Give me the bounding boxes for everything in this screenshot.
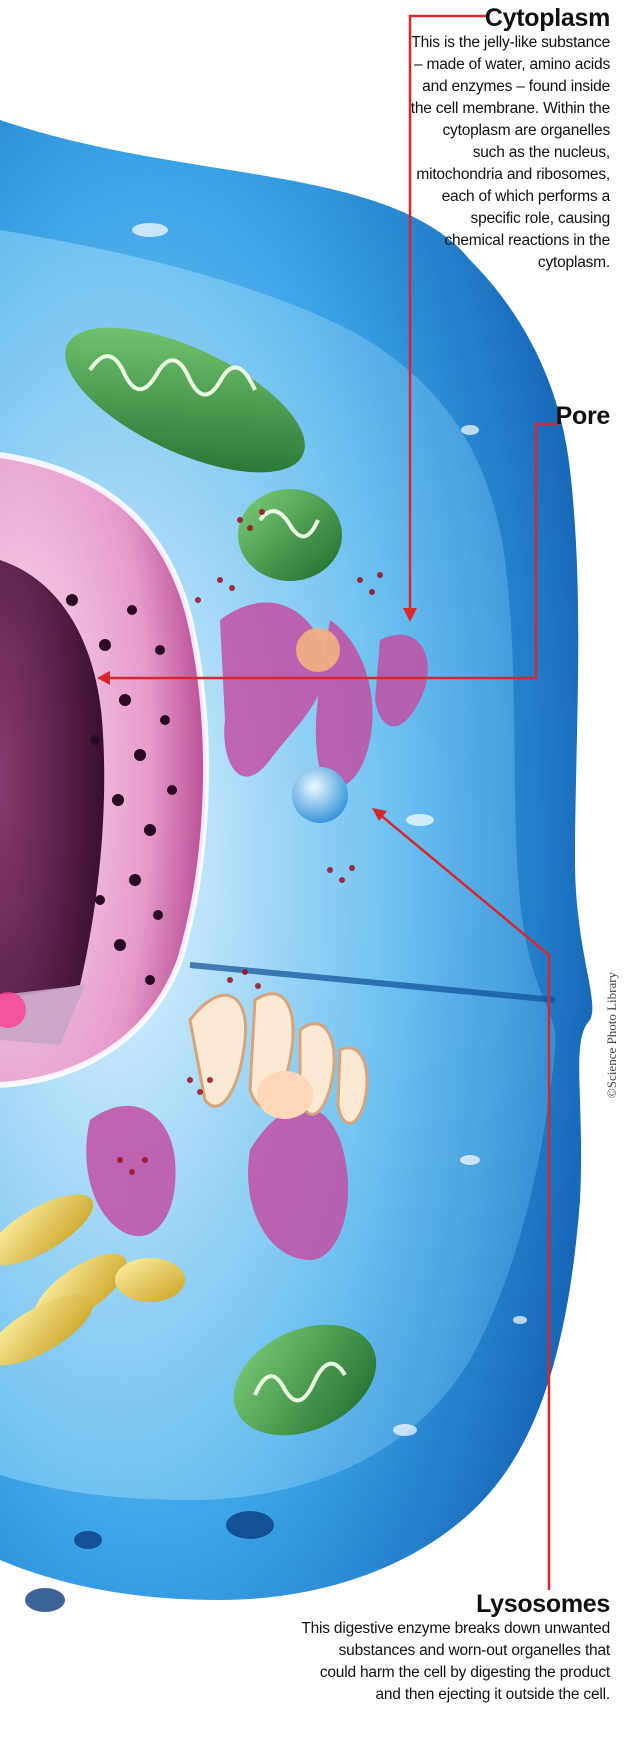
cytoplasm-callout: Cytoplasm This is the jelly-like substan… bbox=[410, 4, 610, 274]
pore-callout: Pore bbox=[556, 402, 610, 430]
lysosomes-title: Lysosomes bbox=[300, 1590, 610, 1618]
lysosomes-description: This digestive enzyme breaks down unwant… bbox=[300, 1618, 610, 1706]
pore-title: Pore bbox=[556, 402, 610, 430]
cytoplasm-description: This is the jelly-like substance – made … bbox=[410, 32, 610, 274]
image-credit: ©Science Photo Library bbox=[604, 972, 620, 1098]
lysosome bbox=[292, 767, 348, 823]
cytoplasm-title: Cytoplasm bbox=[410, 4, 610, 32]
vesicle bbox=[296, 628, 340, 672]
lysosomes-callout: Lysosomes This digestive enzyme breaks d… bbox=[300, 1590, 610, 1706]
orange-vesicle bbox=[257, 1071, 313, 1119]
